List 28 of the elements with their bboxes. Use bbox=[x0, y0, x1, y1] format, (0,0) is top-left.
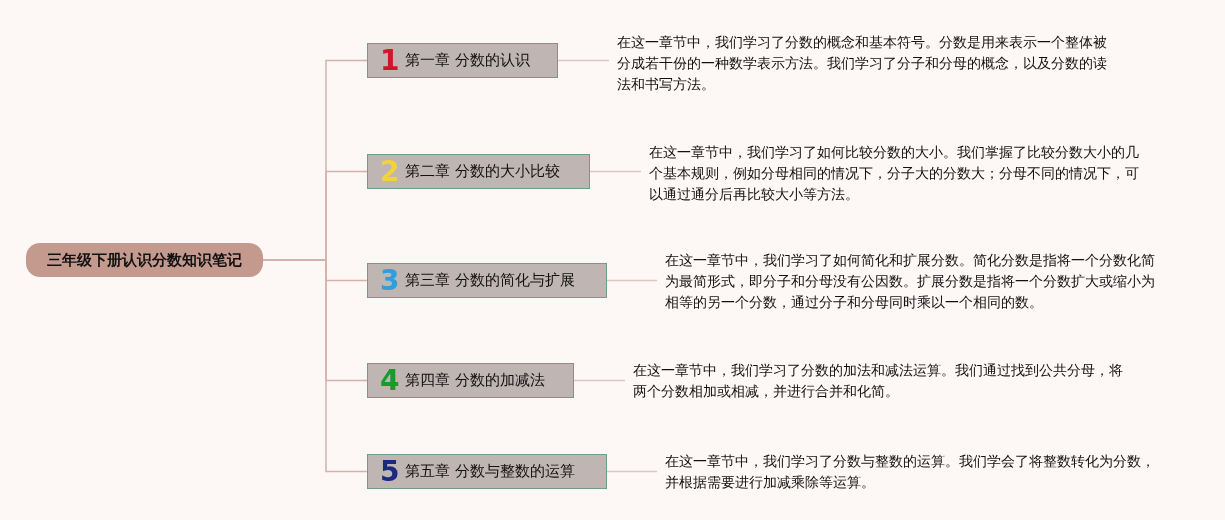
chapter-number: 1 bbox=[380, 46, 400, 75]
root-topic-box bbox=[26, 243, 263, 277]
connector-line bbox=[262, 259, 368, 473]
chapter-number: 2 bbox=[380, 157, 400, 186]
chapter-summary: 在这一章节中，我们学习了分数的加法和减法运算。我们通过找到公共分母，将两个分数相加或相减，并进行合并和化简。 bbox=[633, 360, 1131, 402]
chapter-title: 第二章 分数的大小比较 bbox=[405, 162, 561, 181]
chapter-number: 4 bbox=[380, 366, 400, 395]
chapter-box bbox=[367, 43, 558, 78]
connector-line bbox=[557, 59, 610, 62]
connector-line bbox=[589, 170, 642, 173]
chapter-summary: 在这一章节中，我们学习了如何简化和扩展分数。简化分数是指将一个分数化简为最简形式，即分子和分母没有公因数。扩展分数是指将一个分数扩大或缩小为相等的另一个分数，通过分子和分母同时乘以一个相同的数。 bbox=[665, 250, 1163, 313]
topic-title: 三年级下册认识分数知识笔记 bbox=[47, 250, 242, 270]
connector-line bbox=[573, 379, 626, 382]
chapter-title: 第五章 分数与整数的运算 bbox=[405, 462, 576, 481]
chapter-title: 第三章 分数的简化与扩展 bbox=[405, 271, 576, 290]
chapter-summary: 在这一章节中，我们学习了如何比较分数的大小。我们掌握了比较分数大小的几个基本规则，例如分母相同的情况下，分子大的分数大；分母不同的情况下，可以通过通分后再比较大小等方法。 bbox=[649, 142, 1147, 205]
chapter-summary: 在这一章节中，我们学习了分数与整数的运算。我们学会了将整数转化为分数，并根据需要进行加减乘除等运算。 bbox=[665, 451, 1163, 493]
chapter-number: 5 bbox=[380, 457, 400, 486]
chapter-box bbox=[367, 454, 607, 489]
connector-line bbox=[606, 470, 658, 473]
chapter-title: 第一章 分数的认识 bbox=[405, 51, 531, 70]
chapter-box bbox=[367, 154, 590, 189]
chapter-box bbox=[367, 263, 607, 298]
chapter-number: 3 bbox=[380, 266, 400, 295]
connector-line bbox=[606, 279, 658, 282]
chapter-box bbox=[367, 363, 574, 398]
chapter-title: 第四章 分数的加减法 bbox=[405, 371, 546, 390]
chapter-summary: 在这一章节中，我们学习了分数的概念和基本符号。分数是用来表示一个整体被分成若干份的一种数学表示方法。我们学习了分子和分母的概念，以及分数的读法和书写方法。 bbox=[617, 32, 1115, 95]
